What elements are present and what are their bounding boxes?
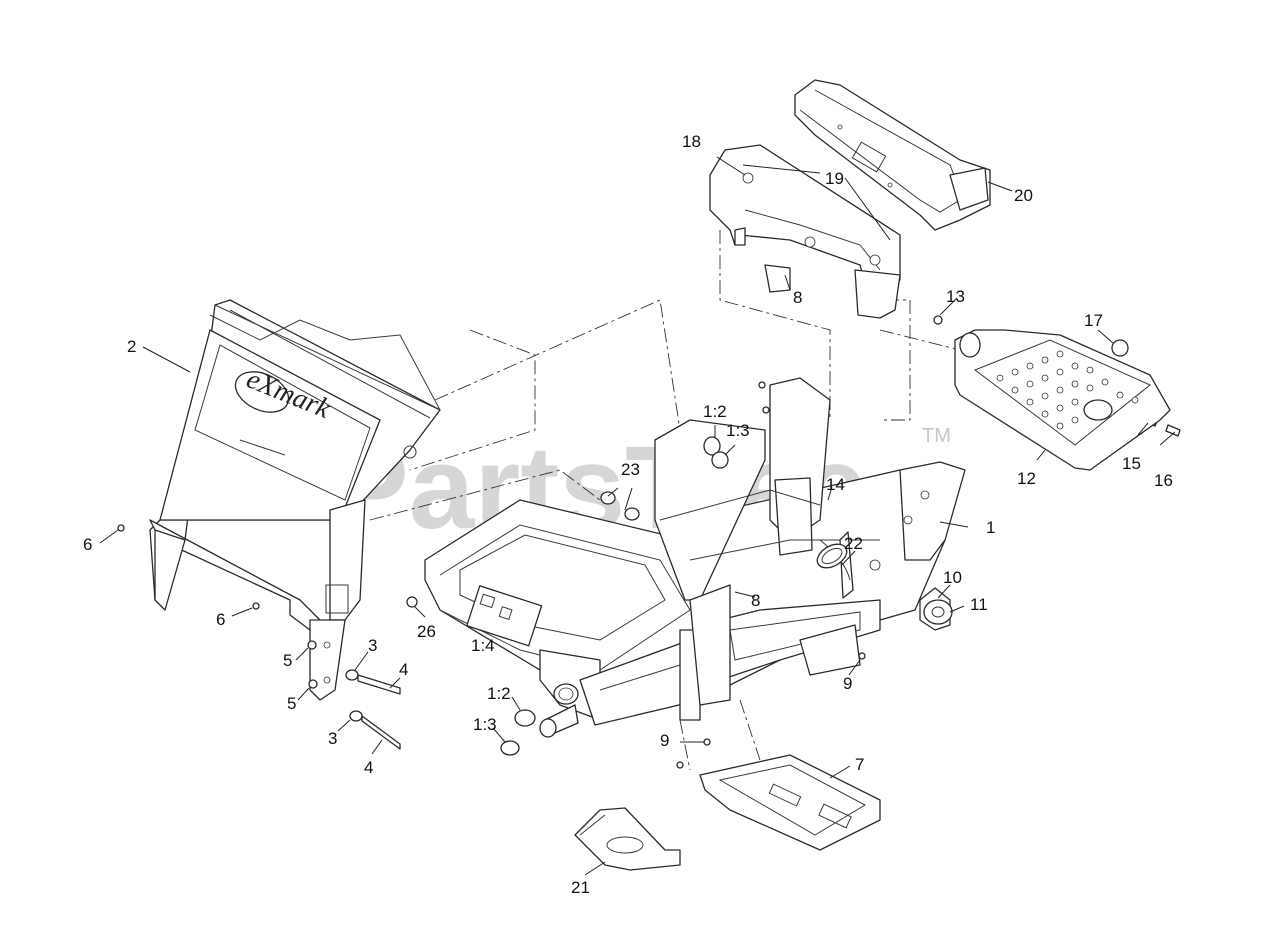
foot-plate: [954, 329, 1171, 471]
leader-lines: [99, 156, 1176, 876]
callout-22: 22: [844, 534, 863, 553]
callout-26: 26: [417, 622, 436, 641]
callout-13: 13: [946, 287, 965, 306]
main-frame: [424, 377, 966, 756]
watermark-trademark: TM: [922, 425, 951, 447]
callout-5: 5: [283, 651, 292, 670]
rear-cover: [794, 79, 991, 231]
grommet: [816, 543, 848, 569]
callout-20: 20: [1014, 186, 1033, 205]
callout-2: 2: [127, 337, 136, 356]
rear-bracket: [709, 144, 901, 319]
callout-1-3: 1:3: [473, 715, 497, 734]
callout-1-2: 1:2: [703, 402, 727, 421]
callout-17: 17: [1084, 311, 1103, 330]
callout-8: 8: [793, 288, 802, 307]
callout-1-3: 1:3: [726, 421, 750, 440]
callout-9: 9: [843, 674, 852, 693]
callout-9: 9: [660, 731, 669, 750]
console-support-bracket: [309, 619, 346, 701]
callout-3: 3: [328, 729, 337, 748]
upper-bushings: [600, 436, 729, 521]
callout-4: 4: [399, 660, 408, 679]
callout-19: 19: [825, 169, 844, 188]
callout-11: 11: [970, 595, 988, 614]
callout-6: 6: [83, 535, 92, 554]
rollers: [919, 587, 953, 631]
callout-3: 3: [368, 636, 377, 655]
callout-16: 16: [1154, 471, 1173, 490]
skid-plate: [699, 754, 881, 851]
callout-23: 23: [621, 460, 640, 479]
callout-7: 7: [855, 755, 864, 774]
hardware: [117, 315, 1181, 769]
callout-12: 12: [1017, 469, 1036, 488]
callout-1: 1: [986, 518, 995, 537]
callout-labels: 1 2 3 3 4 4 5 5 6 6 7 8 8 9 9 10 11 12 1…: [83, 132, 1173, 897]
callout-6: 6: [216, 610, 225, 629]
callout-15: 15: [1122, 454, 1141, 473]
callout-1-2: 1:2: [487, 684, 511, 703]
callout-21: 21: [571, 878, 590, 897]
callout-10: 10: [943, 568, 962, 587]
callout-5: 5: [287, 694, 296, 713]
console-panel: eXmark: [149, 299, 441, 631]
lower-shield: [574, 807, 681, 871]
callout-8: 8: [751, 591, 760, 610]
callout-1-4: 1:4: [471, 636, 495, 655]
callout-18: 18: [682, 132, 701, 151]
callout-4: 4: [364, 758, 373, 777]
callout-14: 14: [826, 475, 845, 494]
